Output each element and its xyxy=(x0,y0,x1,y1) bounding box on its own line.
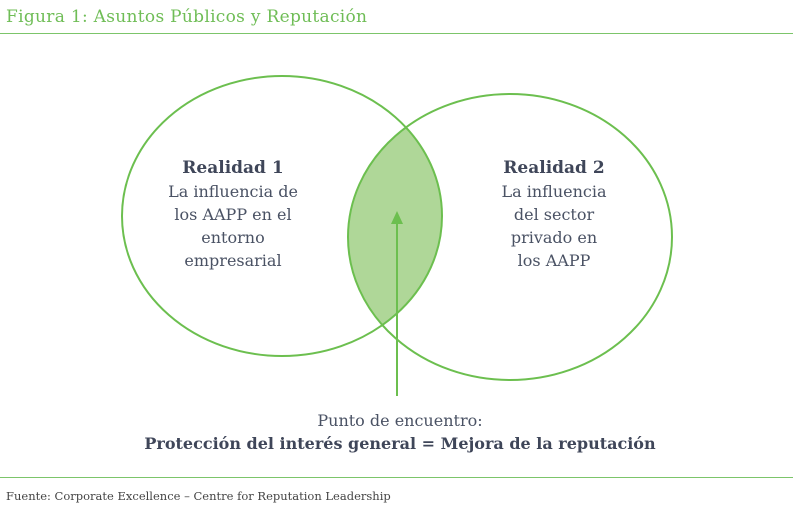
circle-realidad-2 xyxy=(347,93,673,381)
realidad-2-text: Realidad 2 La influencia del sector priv… xyxy=(464,157,644,272)
realidad-2-line: privado en xyxy=(510,228,598,247)
realidad-1-line: entorno xyxy=(201,228,265,247)
meeting-label: Punto de encuentro: xyxy=(317,411,483,430)
realidad-1-line: empresarial xyxy=(184,251,282,270)
source-note: Fuente: Corporate Excellence – Centre fo… xyxy=(6,489,391,503)
realidad-1-text: Realidad 1 La influencia de los AAPP en … xyxy=(143,157,323,272)
realidad-2-line: del sector xyxy=(513,205,595,224)
meeting-text: Protección del interés general = Mejora … xyxy=(144,434,656,453)
realidad-2-line: La influencia xyxy=(501,182,607,201)
realidad-2-line: los AAPP xyxy=(517,251,591,270)
realidad-2-heading: Realidad 2 xyxy=(503,158,605,178)
realidad-1-line: los AAPP en el xyxy=(174,205,292,224)
top-divider xyxy=(0,33,793,34)
realidad-1-heading: Realidad 1 xyxy=(182,158,284,178)
figure-title: Figura 1: Asuntos Públicos y Reputación xyxy=(6,7,368,27)
arrow-head-icon xyxy=(391,211,403,224)
bottom-divider xyxy=(0,477,793,478)
realidad-1-line: La influencia de xyxy=(168,182,298,201)
circle-realidad-1 xyxy=(121,75,443,357)
